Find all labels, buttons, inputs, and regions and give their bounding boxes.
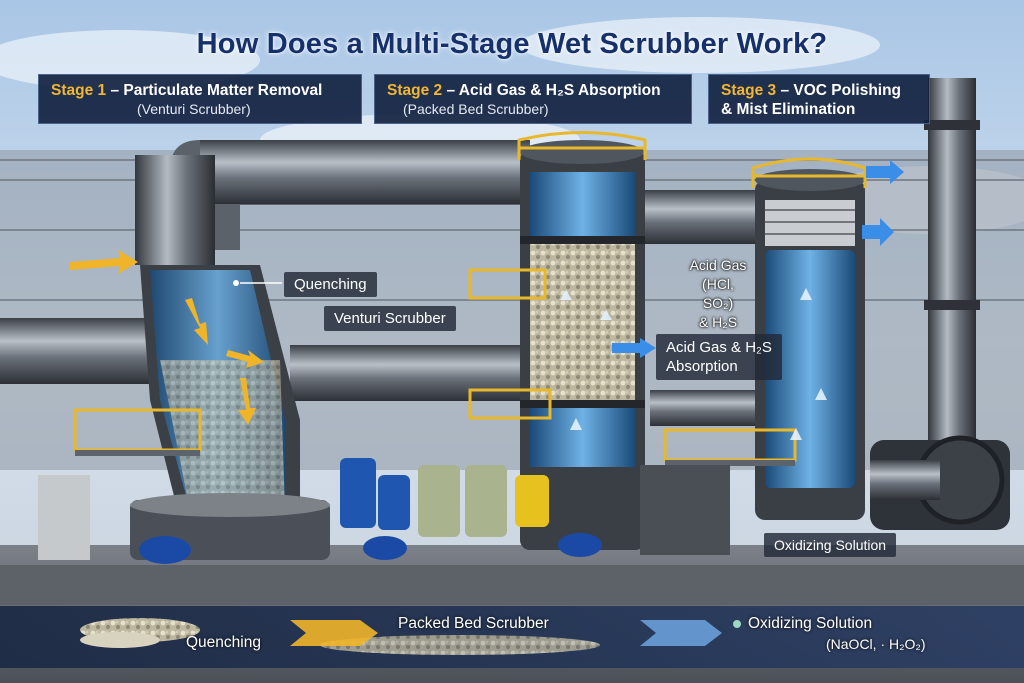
absorption-line-1: Acid Gas & H₂S: [666, 339, 772, 356]
stage-1-banner: Stage 1 – Particulate Matter Removal (Ve…: [38, 74, 362, 124]
stage-2-type: (Packed Bed Scrubber): [403, 101, 549, 117]
stage-1-name: – Particulate Matter Removal: [110, 82, 323, 99]
stage-1-number: Stage 1: [51, 82, 107, 99]
flow-step-oxidizing: Oxidizing Solution: [748, 615, 873, 632]
flow-step-quenching: Quenching: [186, 634, 261, 651]
stage-3-banner: Stage 3 – VOC Polishing & Mist Eliminati…: [708, 74, 930, 124]
flow-step-oxidizing-formula: (NaOCl, · H₂O₂): [826, 636, 926, 652]
flow-step-packed-bed: Packed Bed Scrubber: [398, 615, 549, 632]
venturi-scrubber-label: Venturi Scrubber: [324, 306, 456, 331]
stage-3-title: Stage 3 – VOC Polishing: [721, 81, 919, 100]
stage-3-name: – VOC Polishing: [780, 82, 902, 99]
stage-3-title-line2: & Mist Elimination: [721, 101, 856, 118]
stage-1-type: (Venturi Scrubber): [137, 101, 251, 117]
acid-gas-label: Acid Gas (HCl, SO₂) & H₂S: [686, 256, 750, 332]
stage-2-banner: Stage 2 – Acid Gas & H₂S Absorption (Pac…: [374, 74, 692, 124]
oxidizing-solution-label: Oxidizing Solution: [764, 533, 897, 557]
page-title: How Does a Multi-Stage Wet Scrubber Work…: [196, 28, 828, 60]
stage-2-number: Stage 2: [387, 82, 443, 99]
stage-1-title: Stage 1 – Particulate Matter Removal: [51, 81, 351, 100]
acid-gas-line-3: & H₂S: [698, 314, 738, 330]
stage-2-name: – Acid Gas & H₂S Absorption: [446, 82, 661, 99]
process-flow-strip: Quenching Packed Bed Scrubber Oxidizing …: [0, 606, 1024, 668]
acid-gas-line-1: Acid Gas: [689, 257, 747, 273]
stage-3-number: Stage 3: [721, 82, 777, 99]
absorption-label: Acid Gas & H₂S Absorption: [656, 334, 782, 380]
acid-gas-line-2: (HCl, SO₂): [702, 276, 734, 311]
quenching-label: Quenching: [284, 272, 377, 297]
absorption-line-2: Absorption: [666, 358, 738, 375]
stage-2-title: Stage 2 – Acid Gas & H₂S Absorption: [387, 81, 681, 100]
